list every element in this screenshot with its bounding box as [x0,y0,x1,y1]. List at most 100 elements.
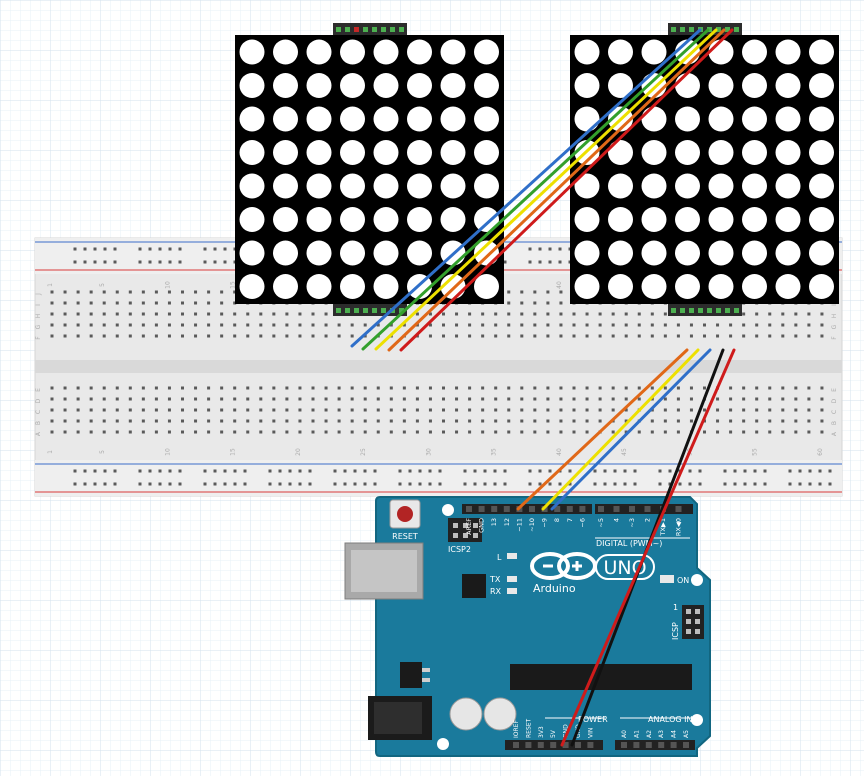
breadboard-hole[interactable] [507,397,511,401]
wire-yellow-matrix[interactable] [374,28,718,351]
breadboard-hole[interactable] [455,334,459,338]
breadboard-hole[interactable] [233,323,237,327]
breadboard-hole[interactable] [559,430,563,434]
breadboard-hole[interactable] [611,334,615,338]
breadboard-hole[interactable] [298,430,302,434]
breadboard-hole[interactable] [376,408,380,412]
breadboard-hole[interactable] [494,334,498,338]
breadboard-hole[interactable] [154,312,158,316]
breadboard-hole[interactable] [220,323,224,327]
breadboard-hole[interactable] [794,419,798,423]
analog-pin-hole[interactable] [621,742,627,748]
rail-hole[interactable] [733,482,737,486]
breadboard-hole[interactable] [442,386,445,390]
breadboard-hole[interactable] [507,301,511,305]
breadboard-hole[interactable] [781,386,785,390]
breadboard-hole[interactable] [259,334,263,338]
breadboard-hole[interactable] [663,419,667,423]
breadboard-hole[interactable] [207,397,211,401]
breadboard-hole[interactable] [63,334,67,338]
rail-hole[interactable] [503,482,507,486]
digital-pin-hole[interactable] [554,506,561,512]
breadboard-hole[interactable] [794,430,798,434]
rail-hole[interactable] [688,482,692,486]
breadboard-hole[interactable] [559,323,563,327]
breadboard-hole[interactable] [807,334,811,338]
wire-red-arduino[interactable] [560,348,736,747]
breadboard-hole[interactable] [559,312,563,316]
breadboard-hole[interactable] [768,430,772,434]
breadboard-hole[interactable] [415,419,419,423]
breadboard-hole[interactable] [533,312,537,316]
breadboard-hole[interactable] [481,408,485,412]
breadboard-hole[interactable] [703,334,706,338]
breadboard-hole[interactable] [455,397,459,401]
breadboard-hole[interactable] [89,323,93,327]
breadboard-hole[interactable] [128,408,132,412]
rail-hole[interactable] [308,469,312,473]
breadboard-hole[interactable] [102,334,106,338]
breadboard-hole[interactable] [598,334,602,338]
breadboard-hole[interactable] [742,312,746,316]
digital-pin-hole[interactable] [675,506,682,512]
breadboard-hole[interactable] [572,323,576,327]
breadboard-hole[interactable] [559,408,563,412]
rail-hole[interactable] [278,482,282,486]
breadboard-hole[interactable] [663,312,667,316]
breadboard-hole[interactable] [141,334,145,338]
breadboard-hole[interactable] [768,323,772,327]
breadboard-hole[interactable] [89,334,93,338]
breadboard-hole[interactable] [807,419,811,423]
breadboard-hole[interactable] [128,301,132,305]
rail-hole[interactable] [733,469,737,473]
breadboard-hole[interactable] [272,386,276,390]
breadboard-hole[interactable] [546,430,550,434]
wire-orange-matrix[interactable] [387,28,726,352]
digital-pin-hole[interactable] [503,506,510,512]
rail-hole[interactable] [268,469,272,473]
breadboard-hole[interactable] [181,386,184,390]
breadboard-hole[interactable] [703,323,706,327]
rail-hole[interactable] [343,469,347,473]
rail-hole[interactable] [353,482,357,486]
rail-hole[interactable] [113,260,117,264]
breadboard-hole[interactable] [676,419,680,423]
rail-hole[interactable] [408,469,412,473]
breadboard-hole[interactable] [546,397,550,401]
rail-hole[interactable] [798,482,802,486]
analog-pin-hole[interactable] [683,742,689,748]
breadboard-hole[interactable] [468,408,472,412]
breadboard-hole[interactable] [259,430,263,434]
breadboard-hole[interactable] [428,419,432,423]
breadboard-hole[interactable] [181,430,184,434]
breadboard-hole[interactable] [76,323,80,327]
breadboard-hole[interactable] [311,386,315,390]
breadboard-hole[interactable] [259,408,263,412]
breadboard-hole[interactable] [167,430,171,434]
analog-pin-hole[interactable] [645,742,652,748]
breadboard-hole[interactable] [494,408,498,412]
breadboard-hole[interactable] [246,386,250,390]
rail-hole[interactable] [603,469,607,473]
rail-hole[interactable] [158,469,162,473]
breadboard-hole[interactable] [246,408,250,412]
breadboard-hole[interactable] [650,323,654,327]
breadboard-hole[interactable] [363,408,367,412]
breadboard-hole[interactable] [520,312,524,316]
rail-hole[interactable] [353,469,357,473]
breadboard-hole[interactable] [181,419,184,423]
breadboard-hole[interactable] [729,386,733,390]
rail-hole[interactable] [178,482,182,486]
breadboard-hole[interactable] [428,386,432,390]
rail-hole[interactable] [113,247,117,251]
breadboard-hole[interactable] [807,323,811,327]
breadboard-hole[interactable] [233,419,237,423]
breadboard-hole[interactable] [141,323,145,327]
breadboard-hole[interactable] [624,419,628,423]
rail-hole[interactable] [763,482,767,486]
breadboard-hole[interactable] [768,386,772,390]
rail-hole[interactable] [828,469,832,473]
breadboard-hole[interactable] [141,386,145,390]
breadboard-hole[interactable] [207,419,211,423]
rail-hole[interactable] [298,482,302,486]
